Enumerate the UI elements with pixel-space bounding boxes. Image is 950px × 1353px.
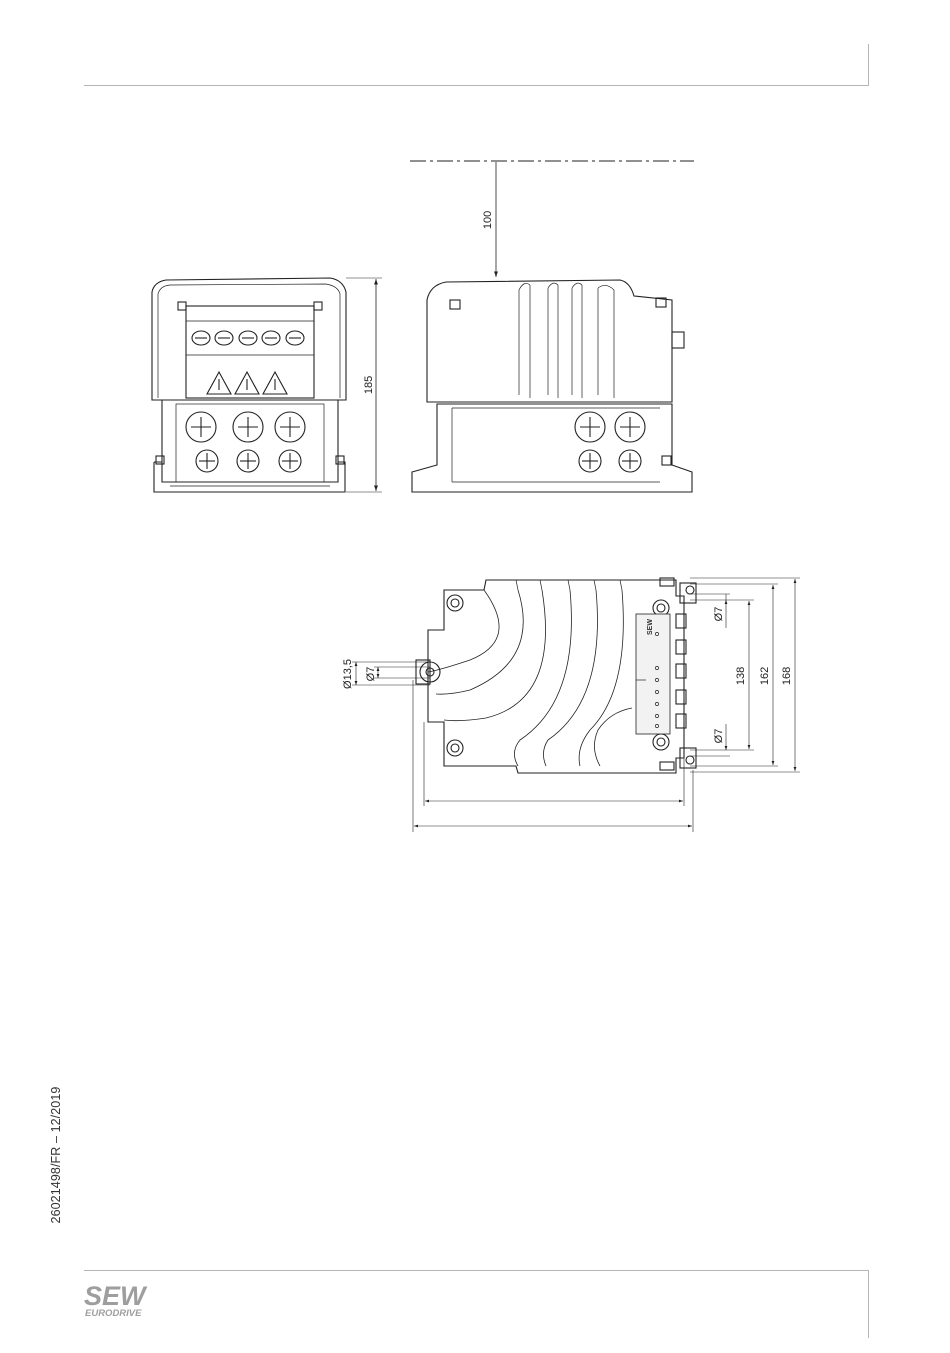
dim-label-138: 138 (735, 667, 747, 685)
front-view (152, 278, 346, 492)
dim-left-diameters (352, 662, 430, 685)
dim-label-dia-7-top: Ø7 (713, 607, 725, 622)
dim-label-dia-7-left: Ø7 (365, 667, 377, 682)
dim-label-dia-7-bottom: Ø7 (713, 729, 725, 744)
dim-label-185: 185 (363, 376, 375, 394)
side-view (412, 280, 692, 492)
top-view (416, 578, 696, 773)
plate-brand: SEW (647, 619, 654, 635)
dim-label-100: 100 (482, 211, 494, 229)
dim-label-168: 168 (781, 667, 793, 685)
dim-label-dia-13-5: Ø13,5 (342, 659, 354, 689)
dim-height-185: 185 (346, 278, 382, 492)
clearance-axis: 100 (410, 161, 694, 277)
dim-label-162: 162 (759, 667, 771, 685)
